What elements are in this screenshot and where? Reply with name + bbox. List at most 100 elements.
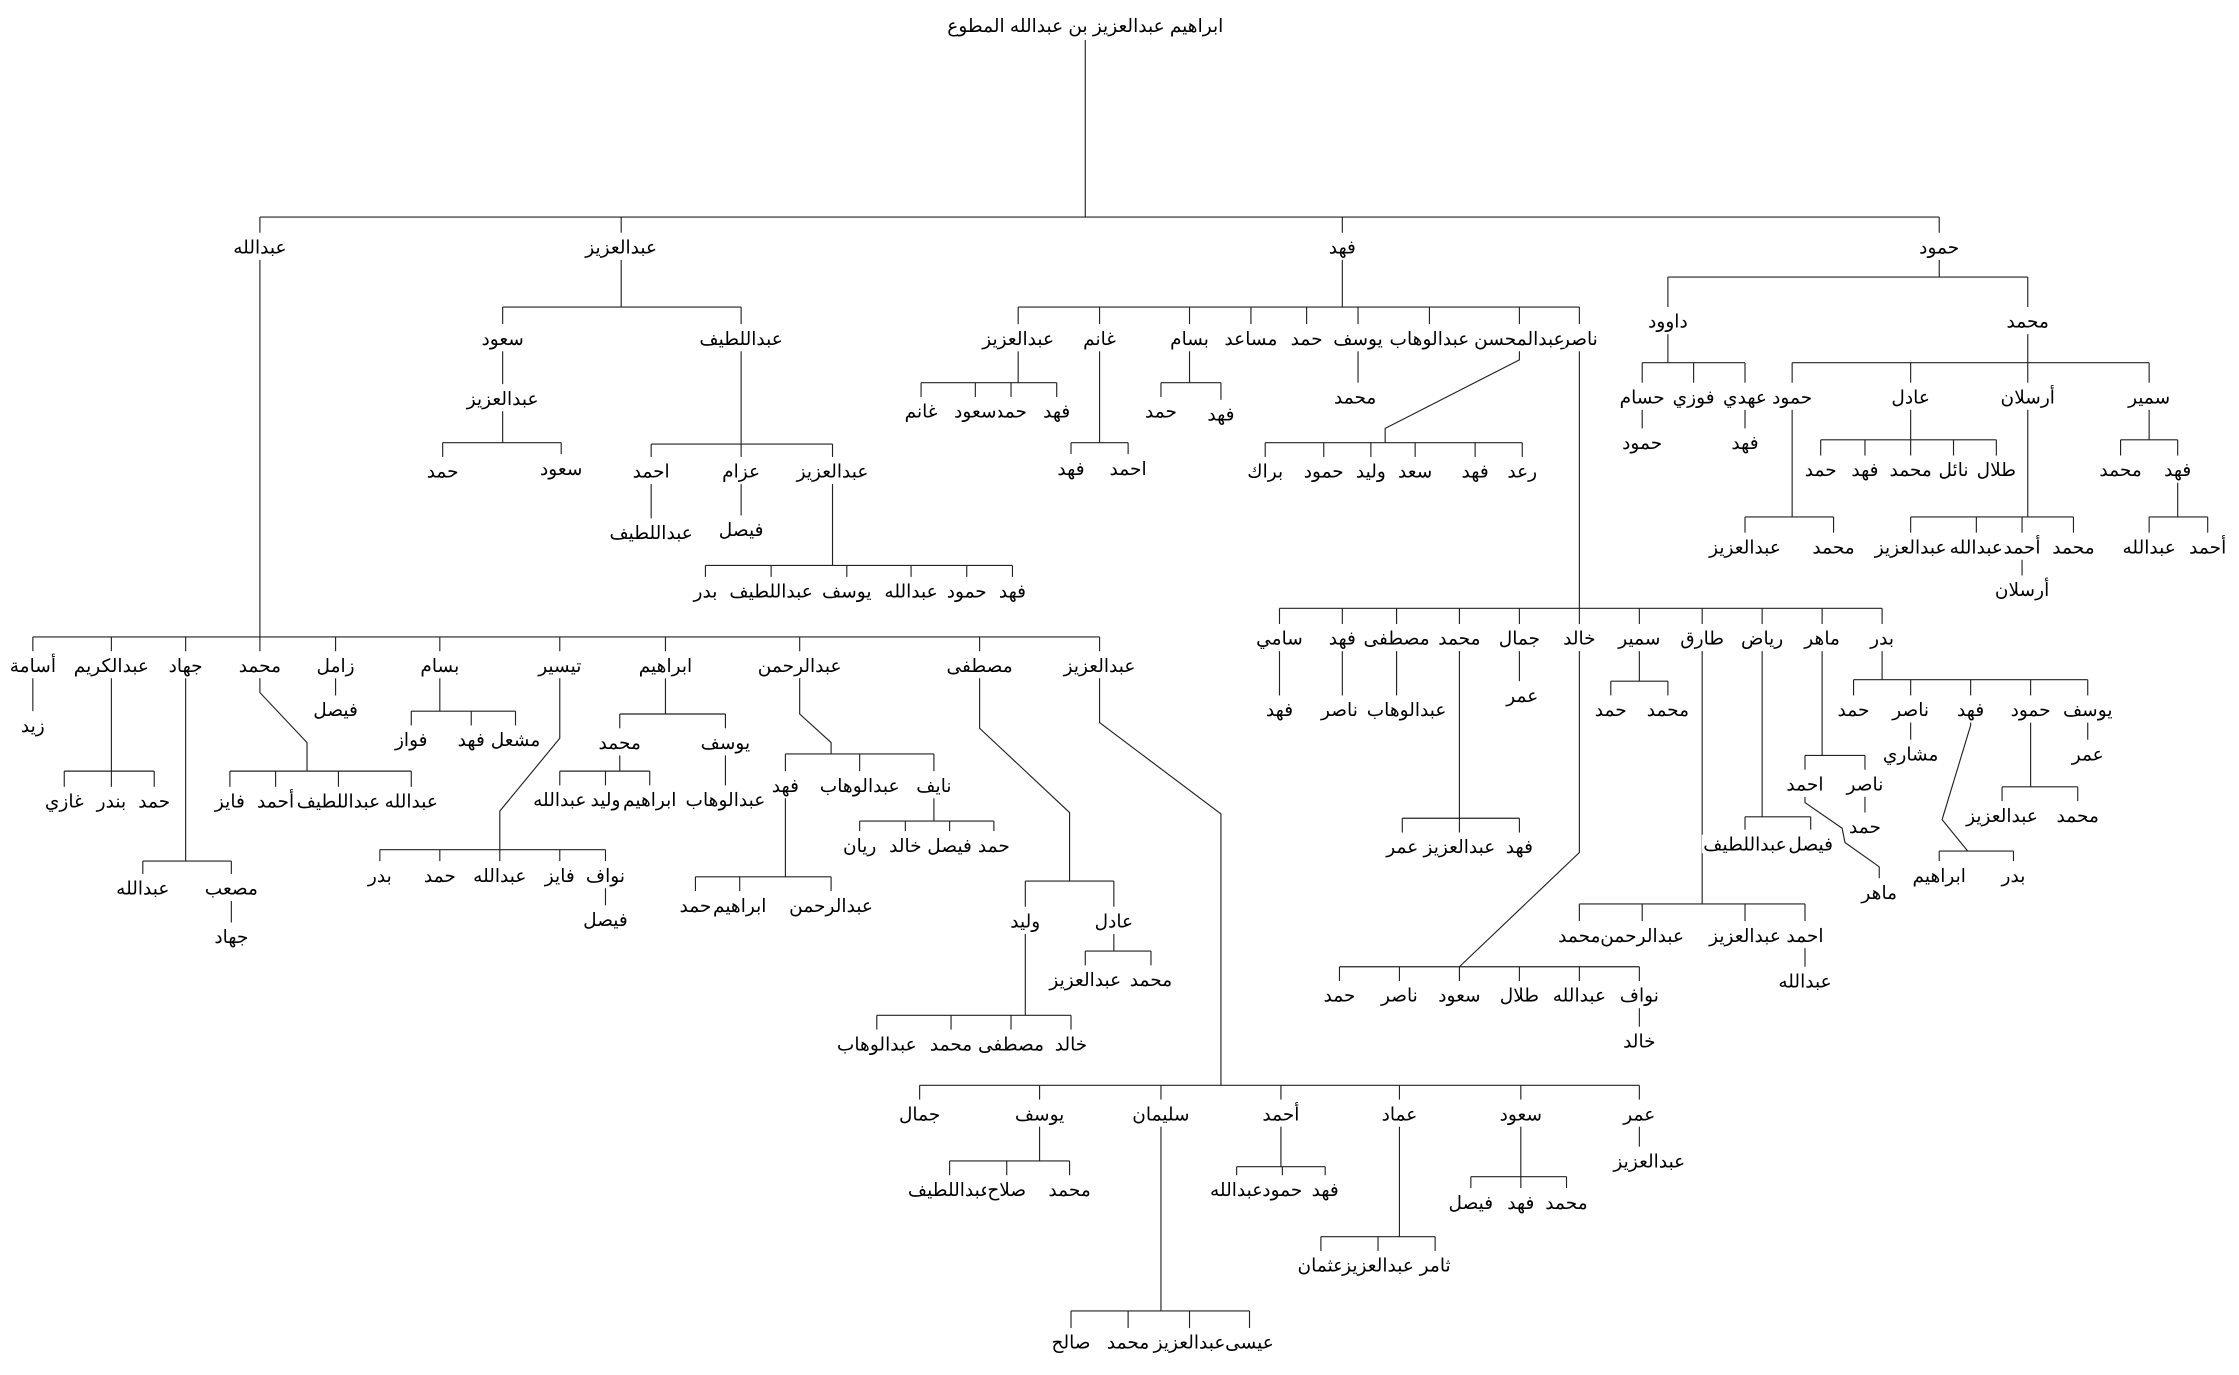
person-node: سعود	[1498, 1103, 1544, 1125]
person-node: مساعد	[1223, 327, 1279, 350]
person-node: ابراهيم	[1911, 864, 1968, 887]
person-node: محمد	[597, 731, 643, 754]
person-node: محمد	[2050, 536, 2097, 558]
person-node: فهد	[1729, 431, 1761, 454]
person-node: سعود	[952, 400, 998, 422]
person-node: فايز	[213, 790, 247, 812]
person-node: عبدالوهاب	[818, 774, 901, 797]
person-node: عادل	[1889, 386, 1932, 408]
person-node: فيصل	[1447, 1191, 1495, 1214]
person-node: محمد	[1888, 459, 1934, 481]
person-node: عبدالله	[231, 236, 288, 258]
person-node: عبدالله	[1208, 1178, 1265, 1201]
person-node: فيصل	[311, 699, 360, 721]
person-node: نواف	[584, 864, 627, 887]
person-node: محمد	[1810, 536, 1857, 558]
person-node: فهد	[1205, 403, 1236, 425]
person-node: محمد	[1543, 1191, 1590, 1214]
person-node: فيصل	[717, 519, 765, 541]
person-node: حمد	[1143, 400, 1179, 422]
person-node: وليد	[589, 788, 622, 811]
person-node: عهدي	[1721, 386, 1769, 408]
person-node: حمود	[1302, 460, 1346, 482]
person-node: فوزي	[1671, 386, 1717, 408]
person-node: عبدالعزيز	[465, 387, 541, 410]
person-node: عزام	[720, 460, 762, 482]
connector-line	[1384, 351, 1520, 443]
person-node: محمد	[237, 654, 283, 677]
person-node: جمال	[1497, 627, 1542, 650]
person-node: سامي	[1254, 627, 1305, 650]
person-node: مصعب	[203, 877, 260, 899]
person-node: داوود	[1646, 310, 1690, 333]
connector-line	[1804, 796, 1880, 868]
person-node: صالح	[1050, 1331, 1092, 1354]
person-node: عمر	[1384, 836, 1420, 858]
person-node: محمد	[2055, 804, 2101, 827]
person-node: زامل	[315, 654, 357, 677]
person-node: عبدالعزيز	[1873, 536, 1949, 558]
person-node: حمود	[1260, 1178, 1304, 1201]
person-node: يوسف	[1013, 1103, 1066, 1125]
person-node: خالد	[1053, 1033, 1089, 1055]
person-node: سعود	[480, 327, 526, 350]
person-node: يوسف	[2061, 699, 2114, 721]
person-node: خالد	[1561, 627, 1598, 650]
person-node: عبدالوهاب	[835, 1033, 919, 1055]
person-node: محمد	[1436, 627, 1483, 650]
person-node: عبدالله	[114, 877, 171, 899]
person-node: بدر	[366, 864, 394, 887]
person-node: حمود	[945, 580, 989, 602]
person-node: عبدالعزيز	[1422, 836, 1497, 858]
person-node: رعد	[1505, 460, 1539, 482]
person-node: طلال	[1498, 984, 1541, 1007]
person-node: حمود	[2009, 699, 2053, 721]
person-node: محمد	[1128, 968, 1174, 991]
person-node: حمد	[136, 790, 172, 812]
person-node: سمير	[2126, 386, 2172, 408]
person-node: احمد	[1785, 924, 1825, 947]
person-node: عبدالعزيز	[1340, 1254, 1416, 1276]
person-node: فيصل	[1786, 833, 1835, 855]
person-node: عادل	[1093, 910, 1135, 932]
person-node: غازي	[43, 790, 86, 812]
person-node: حمود	[1620, 431, 1664, 454]
person-node: عبدالعزيز	[1047, 968, 1123, 991]
person-node: براك	[1245, 460, 1285, 482]
person-node: عمر	[1504, 684, 1540, 707]
person-node: فهد	[1327, 627, 1358, 650]
person-node: عماد	[1380, 1103, 1419, 1125]
person-node: محمد	[1332, 386, 1378, 408]
person-node: احمد	[1108, 457, 1149, 480]
person-node: غانم	[903, 400, 939, 422]
person-node: عبدالوهاب	[1365, 699, 1448, 721]
connector-line	[799, 678, 832, 754]
person-node: سليمان	[1130, 1103, 1192, 1125]
person-node: ناصر	[1559, 327, 1600, 350]
person-node: جهاد	[212, 926, 250, 948]
person-node: عبدالله	[383, 790, 440, 812]
person-node: أسامة	[8, 654, 58, 677]
person-node: بدر	[2000, 864, 2027, 887]
person-node: عبدالعزيز	[980, 327, 1056, 350]
connector-line	[1098, 678, 1222, 1086]
person-node: بدر	[692, 580, 719, 602]
person-node: أحمد	[2002, 536, 2043, 558]
connector-line	[979, 678, 1071, 882]
person-node: عبدالرحمن	[756, 654, 844, 677]
person-node: بسام	[418, 654, 461, 677]
person-node: فهد	[1310, 1178, 1341, 1201]
person-node: ابراهيم	[637, 654, 694, 677]
person-node: احمد	[1785, 773, 1825, 795]
person-node: عبداللطيف	[295, 790, 382, 812]
person-node: عبدالرحمن	[787, 894, 875, 917]
person-node: فهد	[997, 580, 1028, 602]
person-node: فهد	[456, 728, 487, 751]
person-node: حمد	[1289, 327, 1325, 350]
person-node: ريان	[841, 834, 878, 857]
person-node: عبدالعزيز	[1152, 1331, 1227, 1354]
person-node: ابراهيم	[711, 894, 768, 917]
person-node: محمد	[928, 1033, 974, 1055]
person-node: فهد	[770, 774, 801, 797]
